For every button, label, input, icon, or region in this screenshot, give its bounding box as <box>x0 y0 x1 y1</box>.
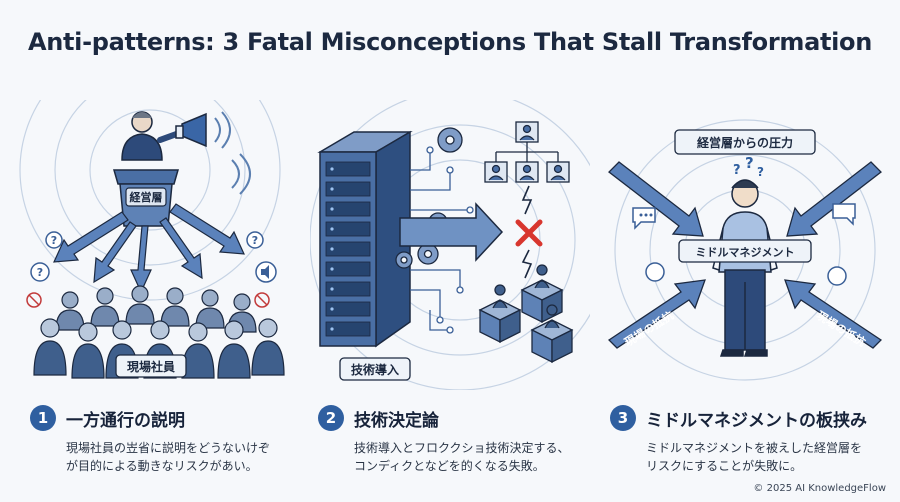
executive-speaker-icon <box>121 111 207 161</box>
podium-label: 経営層 <box>130 190 163 204</box>
item-description-line-1: 現場社員の岦省に説明をどうないけぞ <box>66 441 271 455</box>
item-title: 技術決定論 <box>354 410 439 431</box>
svg-text:?: ? <box>252 234 258 247</box>
svg-text:?: ? <box>745 154 754 172</box>
top-pressure-label-box <box>674 129 816 155</box>
misconception-item-3: 3 ミドルマネジメントの板挟み ミドルマネジメントを被えした経営層を リスクにす… <box>610 405 900 475</box>
chat-bubble-icon <box>632 203 856 286</box>
item-description: ミドルマネジメントを被えした経営層を リスクにすることが失敗に。 <box>610 439 900 475</box>
question-marks: ??? <box>733 154 764 179</box>
speaker-bubble-icon <box>255 261 277 283</box>
middle-manager-icon <box>712 179 778 357</box>
item-description-line-1: ミドルマネジメントを被えした経営層を <box>646 441 863 455</box>
item-title: 一方通行の説明 <box>66 410 185 431</box>
isolated-teams-icon <box>478 264 574 364</box>
misconception-item-1: 1 一方通行の説明 現場社員の岦省に説明をどうないけぞ が目的による動きなリスク… <box>30 405 320 475</box>
svg-text:?: ? <box>757 165 764 179</box>
item-description-line-2: リスクにすることが失敗に。 <box>646 459 803 473</box>
item-number-badge: 2 <box>318 405 344 431</box>
item-number-badge: 3 <box>610 405 636 431</box>
middle-management-label-box <box>678 239 812 263</box>
floor-label-box <box>115 354 187 378</box>
tech-label-box <box>339 357 411 381</box>
item-description-line-1: 技術導入とフロククショ技術決定する、 <box>354 441 570 455</box>
downward-arrows <box>53 203 245 294</box>
org-chart-icon <box>484 121 570 215</box>
item-number-badge: 1 <box>30 405 56 431</box>
top-pressure-label: 経営層からの圧力 <box>697 135 793 150</box>
svg-text:?: ? <box>37 266 43 279</box>
question-icon: ? ? ? <box>30 231 264 282</box>
scene-technology-determinism: 技術導入 <box>310 100 590 390</box>
item-title: ミドルマネジメントの板挟み <box>646 410 867 431</box>
sound-waves-icon <box>214 111 251 195</box>
pressure-arrows <box>607 161 883 349</box>
scene-middle-management-squeeze: 経営層からの圧力 ??? ミドルマネジメント 現場の抵抗 現場の抵抗 <box>605 100 885 390</box>
arrow-right-icon <box>399 202 504 262</box>
page-title: Anti-patterns: 3 Fatal Misconceptions Th… <box>27 28 873 56</box>
blocked-icon <box>26 292 270 308</box>
item-description: 技術導入とフロククショ技術決定する、 コンディクとなどを的くなる失敗。 <box>318 439 608 475</box>
svg-text:?: ? <box>733 163 741 178</box>
podium: 経営層 <box>113 169 179 227</box>
tech-label: 技術導入 <box>351 362 399 377</box>
svg-text:?: ? <box>51 234 57 247</box>
middle-management-label: ミドルマネジメント <box>696 246 795 259</box>
item-description-line-2: コンディクとなどを的くなる失敗。 <box>354 459 545 473</box>
copyright-footer: © 2025 AI KnowledgeFlow <box>753 483 886 494</box>
item-description: 現場社員の岦省に説明をどうないけぞ が目的による動きなリスクがあい。 <box>30 439 320 475</box>
misconception-item-2: 2 技術決定論 技術導入とフロククショ技術決定する、 コンディクとなどを的くなる… <box>318 405 608 475</box>
item-description-line-2: が目的による動きなリスクがあい。 <box>66 459 258 473</box>
failure-x-icon <box>515 219 543 247</box>
scene-one-way-communication: 経営層 ? ? ? <box>10 100 290 390</box>
circuit-lines <box>410 150 470 331</box>
floor-label: 現場社員 <box>127 359 175 374</box>
server-rack-icon <box>317 130 413 348</box>
crowd-employees <box>33 285 285 379</box>
